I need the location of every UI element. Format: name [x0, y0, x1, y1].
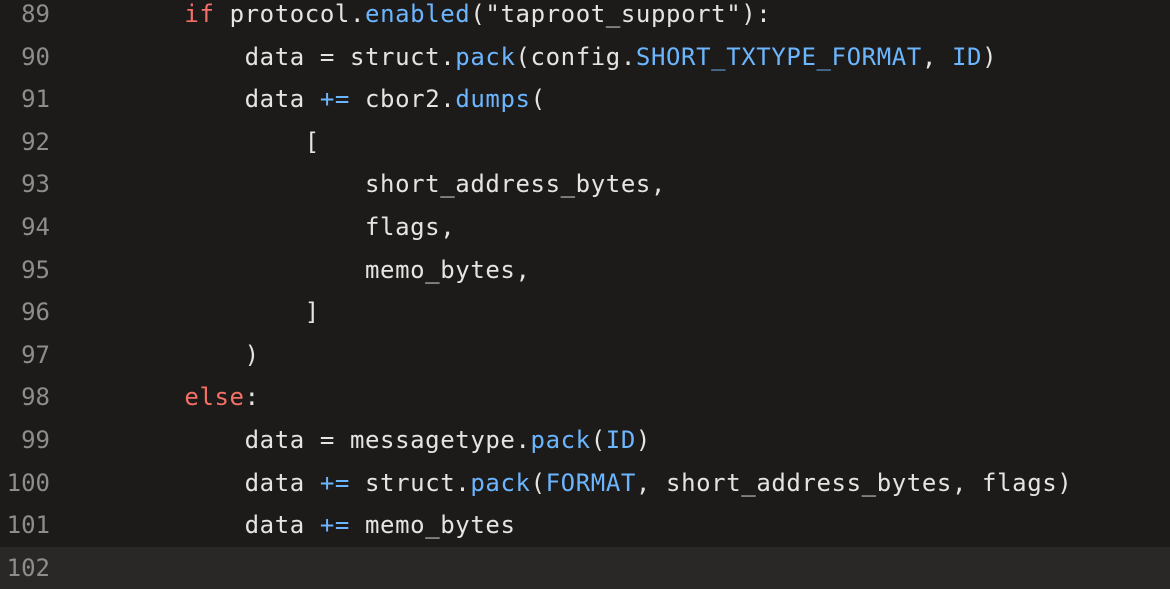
code-token: data	[244, 511, 320, 540]
code-text: ]	[64, 291, 320, 334]
code-line[interactable]: 95 memo_bytes,	[0, 249, 1170, 292]
code-line[interactable]: 100 data += struct.pack(FORMAT, short_ad…	[0, 462, 1170, 505]
code-text: data = messagetype.pack(ID)	[64, 419, 651, 462]
function-token: pack	[530, 425, 591, 454]
code-token: cbor2.	[349, 85, 456, 114]
line-number: 98	[21, 383, 50, 412]
function-token: pack	[470, 468, 531, 497]
line-number: 101	[6, 511, 50, 540]
code-token: data = struct.	[244, 42, 456, 71]
code-token: data = messagetype.	[244, 425, 531, 454]
code-token: )	[635, 425, 651, 454]
line-number: 93	[21, 170, 50, 199]
code-line[interactable]: 101 data += memo_bytes	[0, 504, 1170, 547]
indent	[64, 213, 365, 241]
code-token: memo_bytes,	[364, 255, 531, 284]
indent	[64, 426, 245, 454]
code-text: )	[64, 334, 260, 377]
line-number: 99	[21, 425, 50, 454]
code-token: ]	[304, 298, 320, 327]
code-token: ,	[921, 42, 952, 71]
code-text: data += struct.pack(FORMAT, short_addres…	[64, 462, 1072, 505]
line-number: 102	[6, 553, 50, 582]
indent	[64, 256, 365, 284]
code-token: (	[530, 468, 546, 497]
code-token: :	[244, 383, 260, 412]
code-token: (	[530, 85, 546, 114]
code-text: else:	[64, 376, 260, 419]
line-number: 90	[21, 42, 50, 71]
code-text: data = struct.pack(config.SHORT_TXTYPE_F…	[64, 36, 997, 79]
code-line[interactable]: 93 short_address_bytes,	[0, 163, 1170, 206]
code-token: flags,	[364, 212, 456, 241]
code-text: if protocol.enabled("taproot_support"):	[64, 0, 771, 36]
code-token: )	[982, 42, 998, 71]
code-line[interactable]: 102	[0, 546, 1170, 589]
code-token: (	[590, 425, 606, 454]
code-line[interactable]: 92 [	[0, 121, 1170, 164]
code-line[interactable]: 89 if protocol.enabled("taproot_support"…	[0, 0, 1170, 36]
code-text: flags,	[64, 206, 455, 249]
code-text: short_address_bytes,	[64, 163, 666, 206]
code-text: [	[64, 121, 320, 164]
indent	[64, 43, 245, 71]
function-token: enabled	[365, 0, 471, 28]
code-line[interactable]: 97 )	[0, 334, 1170, 377]
code-token: )	[244, 340, 260, 369]
function-token: pack	[455, 42, 516, 71]
code-token: protocol.	[214, 0, 366, 28]
code-text: data += memo_bytes	[64, 504, 516, 547]
line-number: 100	[6, 468, 50, 497]
code-token: ("taproot_support"):	[470, 0, 772, 28]
code-line[interactable]: 94 flags,	[0, 206, 1170, 249]
code-token: memo_bytes	[349, 511, 516, 540]
indent	[64, 128, 305, 156]
code-token: (config.	[515, 42, 636, 71]
function-token: dumps	[455, 85, 531, 114]
line-number: 97	[21, 340, 50, 369]
code-line[interactable]: 91 data += cbor2.dumps(	[0, 78, 1170, 121]
indent	[64, 469, 245, 497]
constant-token: FORMAT	[545, 468, 636, 497]
code-text: memo_bytes,	[64, 249, 531, 292]
code-text: data += cbor2.dumps(	[64, 78, 546, 121]
indent	[64, 85, 245, 113]
code-line[interactable]: 98 else:	[0, 376, 1170, 419]
operator-token: +=	[319, 468, 350, 497]
indent	[64, 383, 184, 411]
line-number: 96	[21, 298, 50, 327]
code-token: data	[244, 85, 320, 114]
code-token: struct.	[349, 468, 471, 497]
code-line[interactable]: 96 ]	[0, 291, 1170, 334]
operator-token: +=	[319, 85, 350, 114]
line-number: 92	[21, 127, 50, 156]
code-token: , short_address_bytes, flags)	[635, 468, 1073, 497]
code-token: [	[304, 127, 320, 156]
indent	[64, 0, 184, 28]
line-number: 89	[21, 0, 50, 28]
operator-token: +=	[319, 511, 350, 540]
line-number: 91	[21, 85, 50, 114]
code-line[interactable]: 99 data = messagetype.pack(ID)	[0, 419, 1170, 462]
indent	[64, 341, 245, 369]
keyword-token: if	[184, 0, 215, 28]
code-token: data	[244, 468, 320, 497]
constant-token: ID	[951, 42, 983, 71]
code-token: short_address_bytes,	[364, 170, 666, 199]
constant-token: ID	[605, 425, 636, 454]
code-line[interactable]: 90 data = struct.pack(config.SHORT_TXTYP…	[0, 36, 1170, 79]
indent	[64, 511, 245, 539]
constant-token: SHORT_TXTYPE_FORMAT	[635, 42, 922, 71]
indent	[64, 170, 365, 198]
indent	[64, 298, 305, 326]
line-number: 94	[21, 212, 50, 241]
line-number: 95	[21, 255, 50, 284]
keyword-token: else	[184, 383, 245, 412]
